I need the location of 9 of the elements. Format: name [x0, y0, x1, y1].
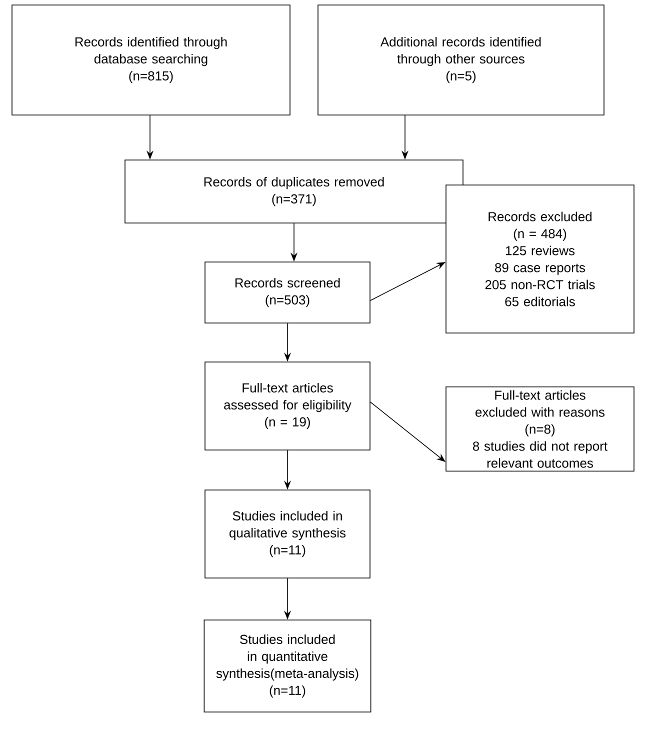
process-box: Full-text articles assessed for eligibility (n = 19): [204, 362, 370, 450]
process-box: Records screened (n=503): [204, 262, 370, 324]
process-box: Records of duplicates removed (n=371): [124, 160, 464, 224]
process-box: Studies included in quantitative synthesis(meta-analysis) (n=11): [204, 620, 372, 712]
process-box: Records excluded (n = 484) 125 reviews 89 case reports 205 non-RCT trials 65 editorials: [446, 184, 634, 334]
process-box: Additional records identified through other sources (n=5): [318, 4, 604, 116]
process-box: Full-text articles excluded with reasons (n=8) 8 studies did not report relevant outcomes: [446, 386, 634, 472]
process-box: Studies included in qualitative synthesis (n=11): [204, 490, 370, 578]
process-box: Records identified through database searching (n=815): [12, 4, 290, 116]
